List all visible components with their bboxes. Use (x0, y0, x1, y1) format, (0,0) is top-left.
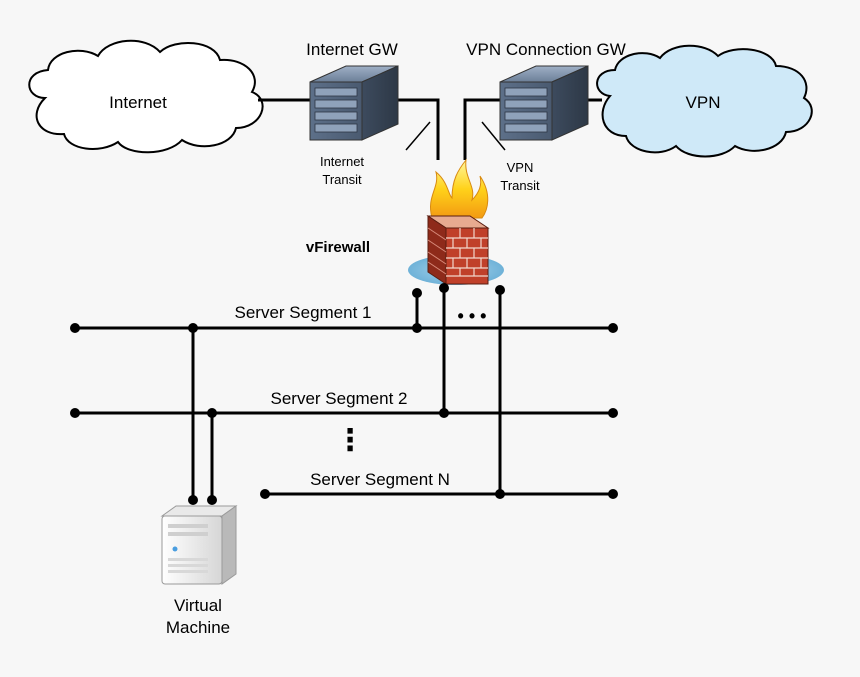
segment-endpoint (608, 323, 618, 333)
segment-endpoint (70, 408, 80, 418)
internet-transit-label: Internet Transit (320, 154, 364, 187)
server-rack-icon (499, 65, 589, 141)
server-segment-n-label: Server Segment N (310, 470, 450, 489)
vpn-cloud-label: VPN (686, 93, 721, 112)
server-segment-n: Server Segment N (260, 470, 618, 499)
vpn-gw-label: VPN Connection GW (466, 40, 626, 59)
firewall-icon (408, 158, 504, 285)
vpn-transit-line2: Transit (500, 178, 540, 193)
internet-transit-link (390, 98, 440, 160)
virtual-machine-line1: Virtual (174, 596, 222, 615)
server-segment-2-label: Server Segment 2 (270, 389, 407, 408)
firewall: vFirewall (306, 158, 504, 285)
virtual-machine: Virtual Machine (160, 505, 238, 637)
cloud-icon (596, 44, 813, 158)
uplink-wires (258, 98, 602, 160)
server-rack-icon (309, 65, 399, 141)
internet-gw: Internet GW (306, 40, 399, 141)
vpn-transit-pointer (481, 121, 506, 151)
cloud-icon (28, 39, 264, 154)
more-links-ellipsis: • • • (458, 306, 487, 326)
internet-transit-pointer (405, 121, 431, 151)
internet-transit-line1: Internet (320, 154, 364, 169)
virtual-machine-line2: Machine (166, 618, 230, 637)
internet-cloud: Internet (28, 39, 264, 154)
internet-transit-line2: Transit (322, 172, 362, 187)
internet-gw-label: Internet GW (306, 40, 398, 59)
vpn-transit-link (463, 98, 500, 160)
vpn-transit-label: VPN Transit (500, 160, 540, 193)
tower-server-icon (160, 505, 238, 585)
server-segment-2: Server Segment 2 (70, 389, 618, 418)
vpn-cloud: VPN (596, 44, 813, 158)
vpn-transit-line1: VPN (507, 160, 534, 175)
segment-endpoint (70, 323, 80, 333)
firewall-label: vFirewall (306, 239, 370, 256)
segment-endpoint (608, 408, 618, 418)
segment-endpoint (608, 489, 618, 499)
server-segment-1: Server Segment 1 (70, 303, 618, 333)
segment-endpoint (260, 489, 270, 499)
internet-cloud-label: Internet (109, 93, 167, 112)
vm-segment-links (188, 323, 217, 505)
vpn-gw: VPN Connection GW (466, 40, 626, 141)
firewall-segment-links (412, 283, 505, 499)
more-segments-ellipsis: ⋮ (335, 424, 365, 457)
server-segment-1-label: Server Segment 1 (234, 303, 371, 322)
